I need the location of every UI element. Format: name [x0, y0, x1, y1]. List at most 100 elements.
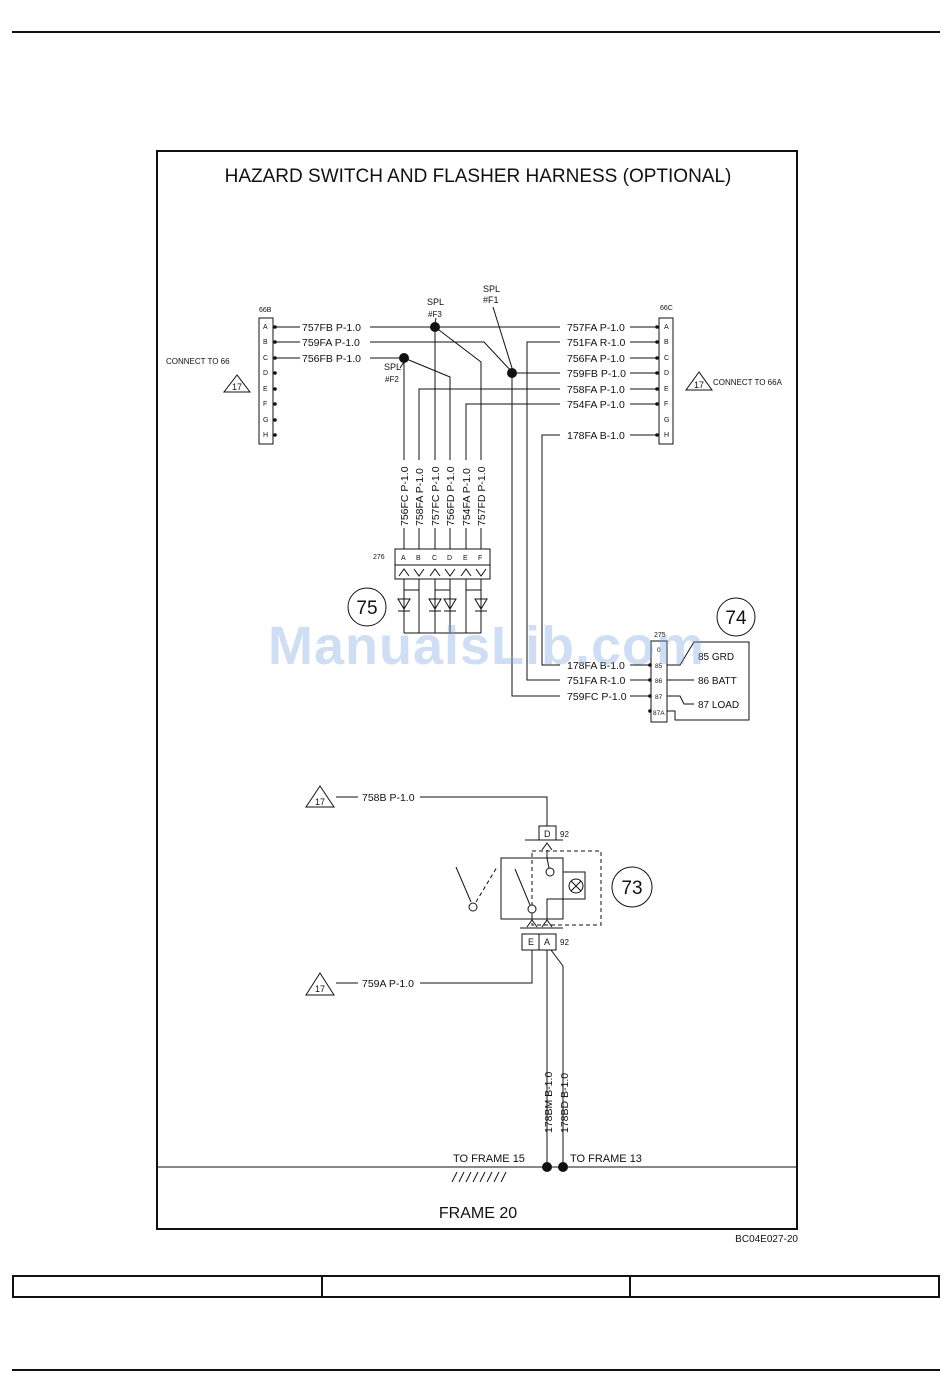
- footer-cell-2: [323, 1277, 632, 1296]
- connector-66c: [658, 317, 674, 445]
- pin-276-b: B: [416, 555, 421, 562]
- pin-275-87: 87: [655, 694, 663, 701]
- splice-f3-label: SPL: [427, 297, 444, 307]
- switch-connector-bottom-pin-e: E: [528, 937, 534, 947]
- pin-66c-a: A: [664, 324, 669, 331]
- component-75-label: 75: [356, 598, 377, 619]
- ref-17-triangle-switch-bottom: [305, 972, 335, 996]
- pin-66b-e: E: [263, 386, 268, 393]
- flasher-wire-178fa: 178FA B-1.0: [567, 660, 625, 672]
- vwire-label-757fd: 757FD P-1.0: [476, 466, 488, 526]
- frame-ground-hatch: [451, 1171, 507, 1183]
- switch-connector-bottom-id: 92: [560, 938, 569, 947]
- pin-66b-c: C: [263, 355, 268, 362]
- connect-to-66-note: CONNECT TO 66: [166, 357, 230, 366]
- vwire-label-757fc: 757FC P-1.0: [430, 466, 442, 526]
- frame-label: FRAME 20: [439, 1205, 517, 1222]
- connector-275-id: 275: [654, 632, 666, 639]
- pin-66b-g: G: [263, 417, 268, 424]
- component-74-circle: [716, 597, 756, 637]
- flasher-wire-751fa: 751FA R-1.0: [567, 675, 626, 687]
- wire-label-759fb: 759FB P-1.0: [567, 368, 626, 380]
- splice-f2-dot: [399, 353, 409, 363]
- pin-275-0: 0: [657, 647, 661, 654]
- connector-276: [394, 548, 491, 566]
- pin-276-c: C: [432, 555, 437, 562]
- pin-276-a: A: [401, 555, 406, 562]
- wire-label-178fa: 178FA B-1.0: [567, 430, 625, 442]
- to-frame-15-label: TO FRAME 15: [453, 1153, 525, 1165]
- connector-66c-id: 66C: [660, 305, 673, 312]
- wire-label-756fa: 756FA P-1.0: [567, 353, 625, 365]
- switch-connector-top-pin: D: [544, 829, 551, 839]
- bottom-rule: [12, 1369, 940, 1371]
- connector-275: [650, 640, 668, 723]
- pin-66b-f: F: [263, 401, 267, 408]
- pin-275-85: 85: [655, 663, 663, 670]
- ref-17-switch-bottom: 17: [315, 984, 325, 994]
- splice-f2-id: #F2: [385, 375, 399, 384]
- connect-to-66a-note: CONNECT TO 66A: [713, 378, 783, 387]
- watermark-text: ManualsLib.com: [268, 616, 706, 676]
- flasher-wire-759fc: 759FC P-1.0: [567, 691, 627, 703]
- component-75-circle: [347, 587, 387, 627]
- footer-cell-1: [14, 1277, 323, 1296]
- pin-275-86: 86: [655, 678, 663, 685]
- ground-node-frame15: [542, 1162, 552, 1172]
- wire-label-757fb: 757FB P-1.0: [302, 322, 361, 334]
- to-frame-13-label: TO FRAME 13: [570, 1153, 642, 1165]
- pin-66c-c: C: [664, 355, 669, 362]
- connector-66b: [258, 317, 274, 445]
- component-73-label: 73: [621, 878, 642, 899]
- top-rule: [12, 31, 940, 33]
- wiring-diagram: HAZARD SWITCH AND FLASHER HARNESS (OPTIO…: [156, 150, 798, 1245]
- pin-276-d: D: [447, 555, 452, 562]
- pin-276-e: E: [463, 555, 468, 562]
- wire-label-759fa: 759FA P-1.0: [302, 337, 360, 349]
- footer-cell-3: [631, 1277, 938, 1296]
- pin-66b-d: D: [263, 370, 268, 377]
- pin-66b-h: H: [263, 432, 268, 439]
- ground-node-frame13: [558, 1162, 568, 1172]
- ref-17-switch-top: 17: [315, 797, 325, 807]
- pin-66c-f: F: [664, 401, 668, 408]
- splice-f1-label: SPL: [483, 284, 500, 294]
- pin-276-f: F: [478, 555, 482, 562]
- splice-f1-dot: [507, 368, 517, 378]
- pin-66c-e: E: [664, 386, 669, 393]
- component-73-circle: [611, 866, 653, 908]
- vwire-label-756fc: 756FC P-1.0: [399, 466, 411, 526]
- relay-label-87: 87 LOAD: [698, 700, 739, 711]
- component-74-label: 74: [725, 608, 747, 629]
- splice-f3-dot: [430, 322, 440, 332]
- diagram-frame: [156, 150, 798, 1230]
- vwire-label-758fa: 758FA P-1.0: [414, 468, 426, 526]
- diode-module-body: [394, 564, 491, 634]
- footer-table: [12, 1275, 940, 1298]
- relay-label-85: 85 GRD: [698, 652, 734, 663]
- wire-label-754fa: 754FA P-1.0: [567, 399, 625, 411]
- ground-wire-178bd: 178BD B-1.0: [559, 1073, 571, 1133]
- wire-label-758fa: 758FA P-1.0: [567, 384, 625, 396]
- splice-f2-label: SPL: [384, 362, 401, 372]
- connector-66b-id: 66B: [259, 307, 272, 314]
- pin-66b-b: B: [263, 339, 268, 346]
- diagram-title: HAZARD SWITCH AND FLASHER HARNESS (OPTIO…: [225, 166, 732, 187]
- figure-code: BC04E027-20: [735, 1234, 798, 1245]
- pin-275-87a: 87A: [653, 710, 665, 717]
- switch-connector-top-id: 92: [560, 830, 569, 839]
- pin-66c-h: H: [664, 432, 669, 439]
- pin-66c-d: D: [664, 370, 669, 377]
- pin-66b-a: A: [263, 324, 268, 331]
- wire-label-757fa: 757FA P-1.0: [567, 322, 625, 334]
- ref-17-right: 17: [694, 380, 704, 390]
- switch-wire-759a: 759A P-1.0: [362, 978, 414, 990]
- splice-f3-id: #F3: [428, 310, 442, 319]
- ref-17-triangle-left: [222, 374, 252, 393]
- ref-17-triangle-switch-top: [305, 785, 335, 808]
- splice-f1-id: #F1: [483, 295, 499, 305]
- relay-label-86: 86 BATT: [698, 676, 737, 687]
- switch-connector-bottom-pin-a: A: [544, 937, 550, 947]
- connector-276-id: 276: [373, 554, 385, 561]
- wire-label-756fb: 756FB P-1.0: [302, 353, 361, 365]
